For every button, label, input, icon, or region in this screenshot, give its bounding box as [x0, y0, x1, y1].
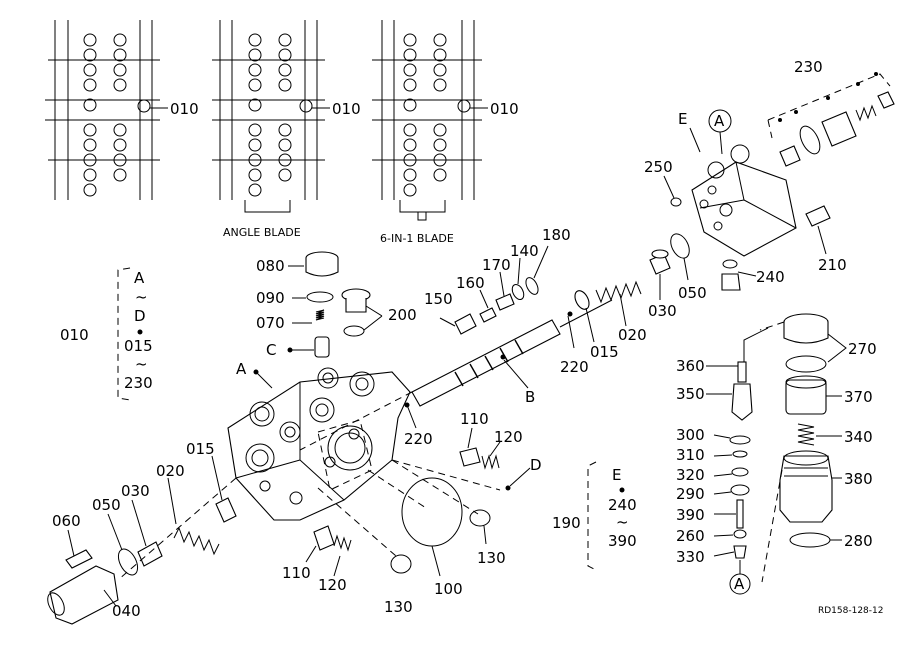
range-a-label: A	[134, 269, 145, 287]
part-100-label: 100	[434, 580, 463, 598]
range-bracket-left: 010 A ~ D 015 ~ 230	[60, 267, 153, 401]
range2-tilde: ~	[616, 513, 629, 531]
angle-blade-caption: ANGLE BLADE	[223, 226, 301, 239]
part-390-label: 390	[676, 506, 705, 524]
spool-assembly: B 150 160 170 140 180 220 015 020 030	[299, 226, 707, 451]
part-370-label: 370	[844, 388, 873, 406]
part-090-label: 090	[256, 289, 285, 307]
standard-spool-circles	[83, 33, 151, 197]
part-140-label: 140	[510, 242, 539, 260]
part-360-label: 360	[676, 357, 705, 375]
angle-variant-label: 010	[332, 100, 361, 118]
callout-a-bot: A	[734, 575, 745, 593]
part-170-label: 170	[482, 256, 511, 274]
part-050-top-label: 050	[678, 284, 707, 302]
part-d-label: D	[530, 456, 542, 474]
variant-angle-blade: 010 ANGLE BLADE	[212, 20, 361, 239]
part-070-label: 070	[256, 314, 285, 332]
part-010-label: 010	[60, 326, 89, 344]
range-tilde-2: ~	[135, 355, 148, 373]
range-230-label: 230	[124, 374, 153, 392]
part-120-top-label: 120	[494, 428, 523, 446]
drawing-code: RD158-128-12	[818, 606, 884, 616]
6in1-blade-caption: 6-IN-1 BLADE	[380, 232, 454, 245]
range-d-label: D	[134, 307, 146, 325]
range2-240-label: 240	[608, 496, 637, 514]
part-020-left-label: 020	[156, 462, 185, 480]
part-300-label: 300	[676, 426, 705, 444]
part-110-top-label: 110	[460, 410, 489, 428]
bottom-fittings: 110 120 130 100 130	[282, 469, 506, 616]
part-310-label: 310	[676, 446, 705, 464]
part-270-label: 270	[848, 340, 877, 358]
relief-body: A E 250 210 240	[644, 109, 847, 291]
part-190-label: 190	[552, 514, 581, 532]
part-280-label: 280	[844, 532, 873, 550]
plug-group: 080 090 070 C 200	[256, 251, 417, 359]
part-030-left-label: 030	[121, 482, 150, 500]
part-050-left-label: 050	[92, 496, 121, 514]
variant-standard: 010	[45, 20, 199, 200]
range-015-label: 015	[124, 337, 153, 355]
spool-end-left: 015 020 030 050 060 040	[47, 440, 237, 625]
part-240-label: 240	[756, 268, 785, 286]
part-015-left-label: 015	[186, 440, 215, 458]
part-210-label: 210	[818, 256, 847, 274]
part-220-mid-label: 220	[404, 430, 433, 448]
part-180-label: 180	[542, 226, 571, 244]
part-060-label: 060	[52, 512, 81, 530]
part-030-top-label: 030	[648, 302, 677, 320]
part-260-label: 260	[676, 527, 705, 545]
part-290-label: 290	[676, 485, 705, 503]
variant-6in1-blade: 010 6-IN-1 BLADE	[372, 20, 519, 245]
part-015-top-label: 015	[590, 343, 619, 361]
part-330-label: 330	[676, 548, 705, 566]
part-c-label: C	[266, 341, 276, 359]
part-e-label: E	[678, 110, 687, 128]
cartridge-230: 230	[767, 58, 895, 167]
part-220-top-label: 220	[560, 358, 589, 376]
range2-e-label: E	[612, 466, 621, 484]
part-200-label: 200	[388, 306, 417, 324]
6in1-variant-label: 010	[490, 100, 519, 118]
part-150-label: 150	[424, 290, 453, 308]
part-250-label: 250	[644, 158, 673, 176]
cartridge-stack-right: 270 370 340 380 280	[761, 313, 877, 583]
part-350-label: 350	[676, 385, 705, 403]
part-320-label: 320	[676, 466, 705, 484]
range-tilde: ~	[135, 288, 148, 306]
part-110-bot-label: 110	[282, 564, 311, 582]
part-080-label: 080	[256, 257, 285, 275]
part-040-label: 040	[112, 602, 141, 620]
part-380-label: 380	[844, 470, 873, 488]
part-130-right-label: 130	[477, 549, 506, 567]
part-340-label: 340	[844, 428, 873, 446]
range2-390-label: 390	[608, 532, 637, 550]
part-120-bot-label: 120	[318, 576, 347, 594]
part-a-body-label: A	[236, 360, 247, 378]
callout-a-top: A	[714, 112, 725, 130]
part-160-label: 160	[456, 274, 485, 292]
pilot-stack: 360 350 300 310 320 290 390 260 330 A	[676, 327, 769, 595]
part-b-label: B	[525, 388, 535, 406]
valve-body: A	[227, 360, 411, 521]
part-020-top-label: 020	[618, 326, 647, 344]
fitting-110-120-top: 110 120	[459, 410, 523, 470]
part-230-label: 230	[794, 58, 823, 76]
range-bracket-right: 190 E 240 ~ 390	[552, 461, 637, 571]
standard-variant-label: 010	[170, 100, 199, 118]
part-130-bot-label: 130	[384, 598, 413, 616]
